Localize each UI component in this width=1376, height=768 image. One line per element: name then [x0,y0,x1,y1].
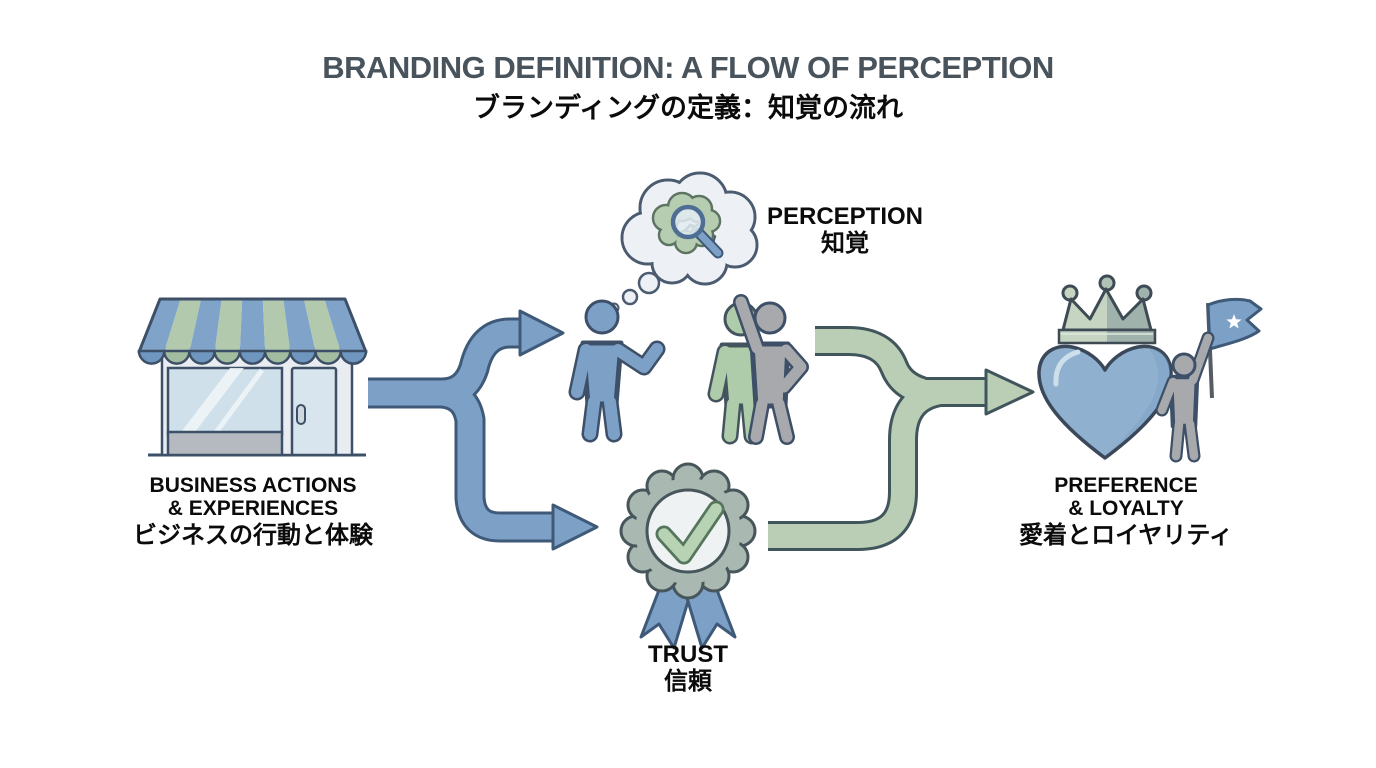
page-title-japanese: ブランディングの定義：知覚の流れ [472,93,904,123]
preference-line2: & LOYALTY [1068,497,1184,520]
star-icon [1226,314,1242,329]
trust-label: TRUST 信頼 [648,643,728,696]
perception-label: PERCEPTION 知覚 [767,205,923,258]
business-actions-japanese: ビジネスの行動と体験 [133,522,373,549]
preference-japanese: 愛着とロイヤリティ [1019,522,1233,549]
thought-cloud-icon [608,171,759,314]
preference-loyalty-label: PREFERENCE & LOYALTY 愛着とロイヤリティ [1019,474,1233,550]
trust-japanese: 信頼 [664,668,712,695]
flag-bearer-icon [1155,297,1263,463]
perception-japanese: 知覚 [821,230,869,257]
storefront-icon [137,297,368,457]
crown-icon [1057,274,1157,345]
person-blue [568,299,666,443]
perception-text: PERCEPTION [766,203,924,230]
green-merge-arrow [768,326,1035,551]
person-gray [733,294,809,445]
business-actions-line1: BUSINESS ACTIONS [149,474,357,497]
trust-badge-icon [619,462,757,650]
trust-text: TRUST [648,641,728,668]
business-actions-label: BUSINESS ACTIONS & EXPERIENCES ビジネスの行動と体… [133,474,373,550]
heart-icon [1037,344,1173,460]
preference-line1: PREFERENCE [1054,474,1198,497]
people-group-icon [568,294,809,445]
page-title: BRANDING DEFINITION: A FLOW OF PERCEPTIO… [322,50,1054,85]
blue-split-arrow [368,309,599,551]
business-actions-line2: & EXPERIENCES [167,497,339,520]
magnifier-icon [670,204,724,259]
